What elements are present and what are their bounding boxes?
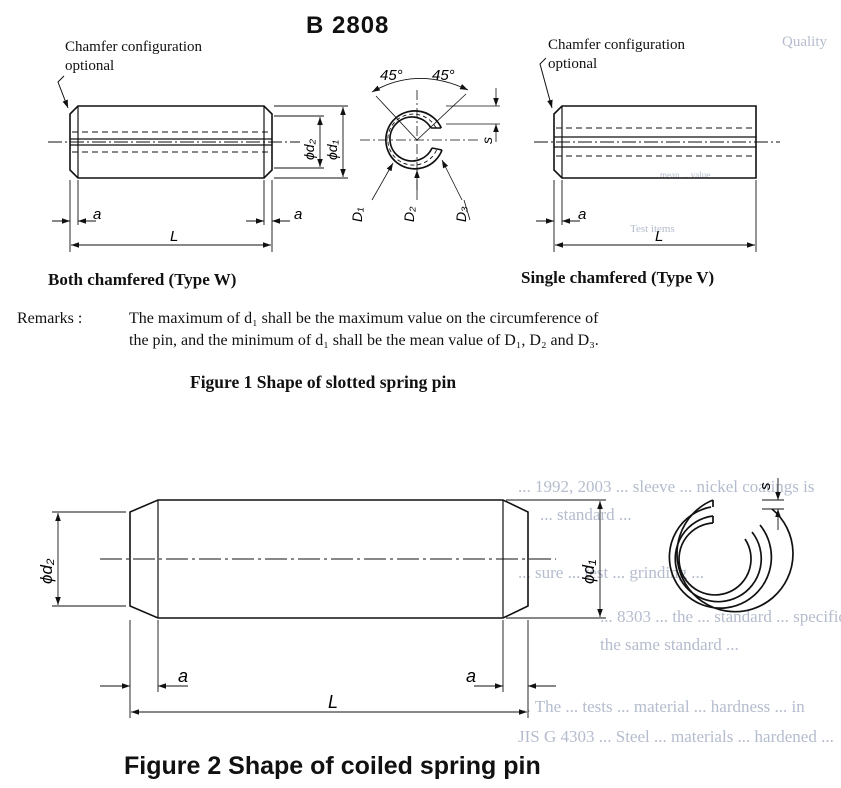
coiled-pin-end-view	[668, 478, 794, 613]
angle-label-right: 45°	[432, 67, 455, 84]
remarks-label: Remarks :	[17, 310, 83, 327]
type-v-pin	[534, 105, 780, 179]
dim-label-D1: D₁	[349, 207, 365, 222]
remarks-line2: the pin, and the minimum of d₁ shall be …	[129, 332, 599, 349]
dim-label-D3: D₃	[453, 206, 469, 222]
bleed-through-text: Quality Test items mean ... value ... 19…	[518, 34, 841, 746]
chamfer-note-right-line1: Chamfer configuration	[548, 37, 686, 53]
dim-label-s-coiled: s	[757, 482, 774, 490]
bleed-text: the same standard ...	[600, 635, 739, 654]
dim-label-L: L	[170, 228, 178, 245]
type-v-caption: Single chamfered (Type V)	[521, 268, 715, 287]
type-w-length-dims	[52, 180, 290, 252]
chamfer-note-left: Chamfer configuration optional	[65, 38, 202, 76]
dim-label-a-right: a	[466, 666, 476, 686]
chamfer-leader-right	[539, 57, 553, 109]
bleed-text: ... standard ...	[540, 505, 632, 524]
dim-label-d1-coiled: ϕd₁	[579, 560, 598, 584]
dim-label-D2: D₂	[401, 206, 417, 222]
bleed-text: ... 8303 ... the ... standard ... specif…	[600, 607, 841, 626]
dim-label-a: a	[294, 206, 302, 223]
chamfer-leader-left	[57, 75, 69, 109]
figure2-title: Figure 2 Shape of coiled spring pin	[124, 752, 541, 780]
dim-label-d1: ϕd₁	[324, 139, 340, 160]
type-v-length-dims	[536, 180, 757, 252]
slotted-pin-end-view	[360, 78, 500, 221]
bleed-text: ... 1992, 2003 ... sleeve ... nickel coa…	[518, 477, 815, 496]
dim-label-L-coiled: L	[328, 692, 338, 712]
dim-label-L: L	[655, 228, 663, 245]
bleed-text: mean ... value	[660, 170, 710, 180]
bleed-text: Quality	[782, 34, 827, 50]
coiled-pin-diameter-dims	[52, 499, 606, 619]
dim-label-s: s	[479, 137, 495, 144]
dim-label-a: a	[93, 206, 101, 223]
remarks-line1: The maximum of d₁ shall be the maximum v…	[129, 310, 599, 327]
dim-label-a: a	[578, 206, 586, 223]
chamfer-note-left-line1: Chamfer configuration	[65, 39, 203, 55]
bleed-text: JIS G 4303 ... Steel ... materials ... h…	[518, 727, 834, 746]
type-w-caption: Both chamfered (Type W)	[48, 270, 237, 289]
chamfer-note-right-line2: optional	[548, 56, 598, 72]
dim-label-d2-coiled: ϕd₂	[37, 558, 56, 584]
bleed-text: Test items	[630, 223, 675, 235]
chamfer-note-right: Chamfer configuration optional	[548, 36, 685, 74]
document-code: B 2808	[306, 12, 390, 39]
chamfer-note-left-line2: optional	[65, 58, 115, 74]
angle-label-left: 45°	[380, 67, 403, 84]
figure1-title: Figure 1 Shape of slotted spring pin	[190, 372, 457, 392]
bleed-text: ... sure ... test ... grinding ...	[518, 563, 704, 582]
type-w-pin	[48, 105, 300, 179]
dim-label-a-left: a	[178, 666, 188, 686]
coiled-pin-length-dims	[100, 620, 556, 718]
bleed-text: ... The ... tests ... material ... hardn…	[518, 697, 805, 716]
dim-label-d2: ϕd₂	[301, 138, 317, 160]
coiled-pin-side-view	[100, 499, 556, 619]
type-w-diameter-dims	[274, 105, 348, 179]
